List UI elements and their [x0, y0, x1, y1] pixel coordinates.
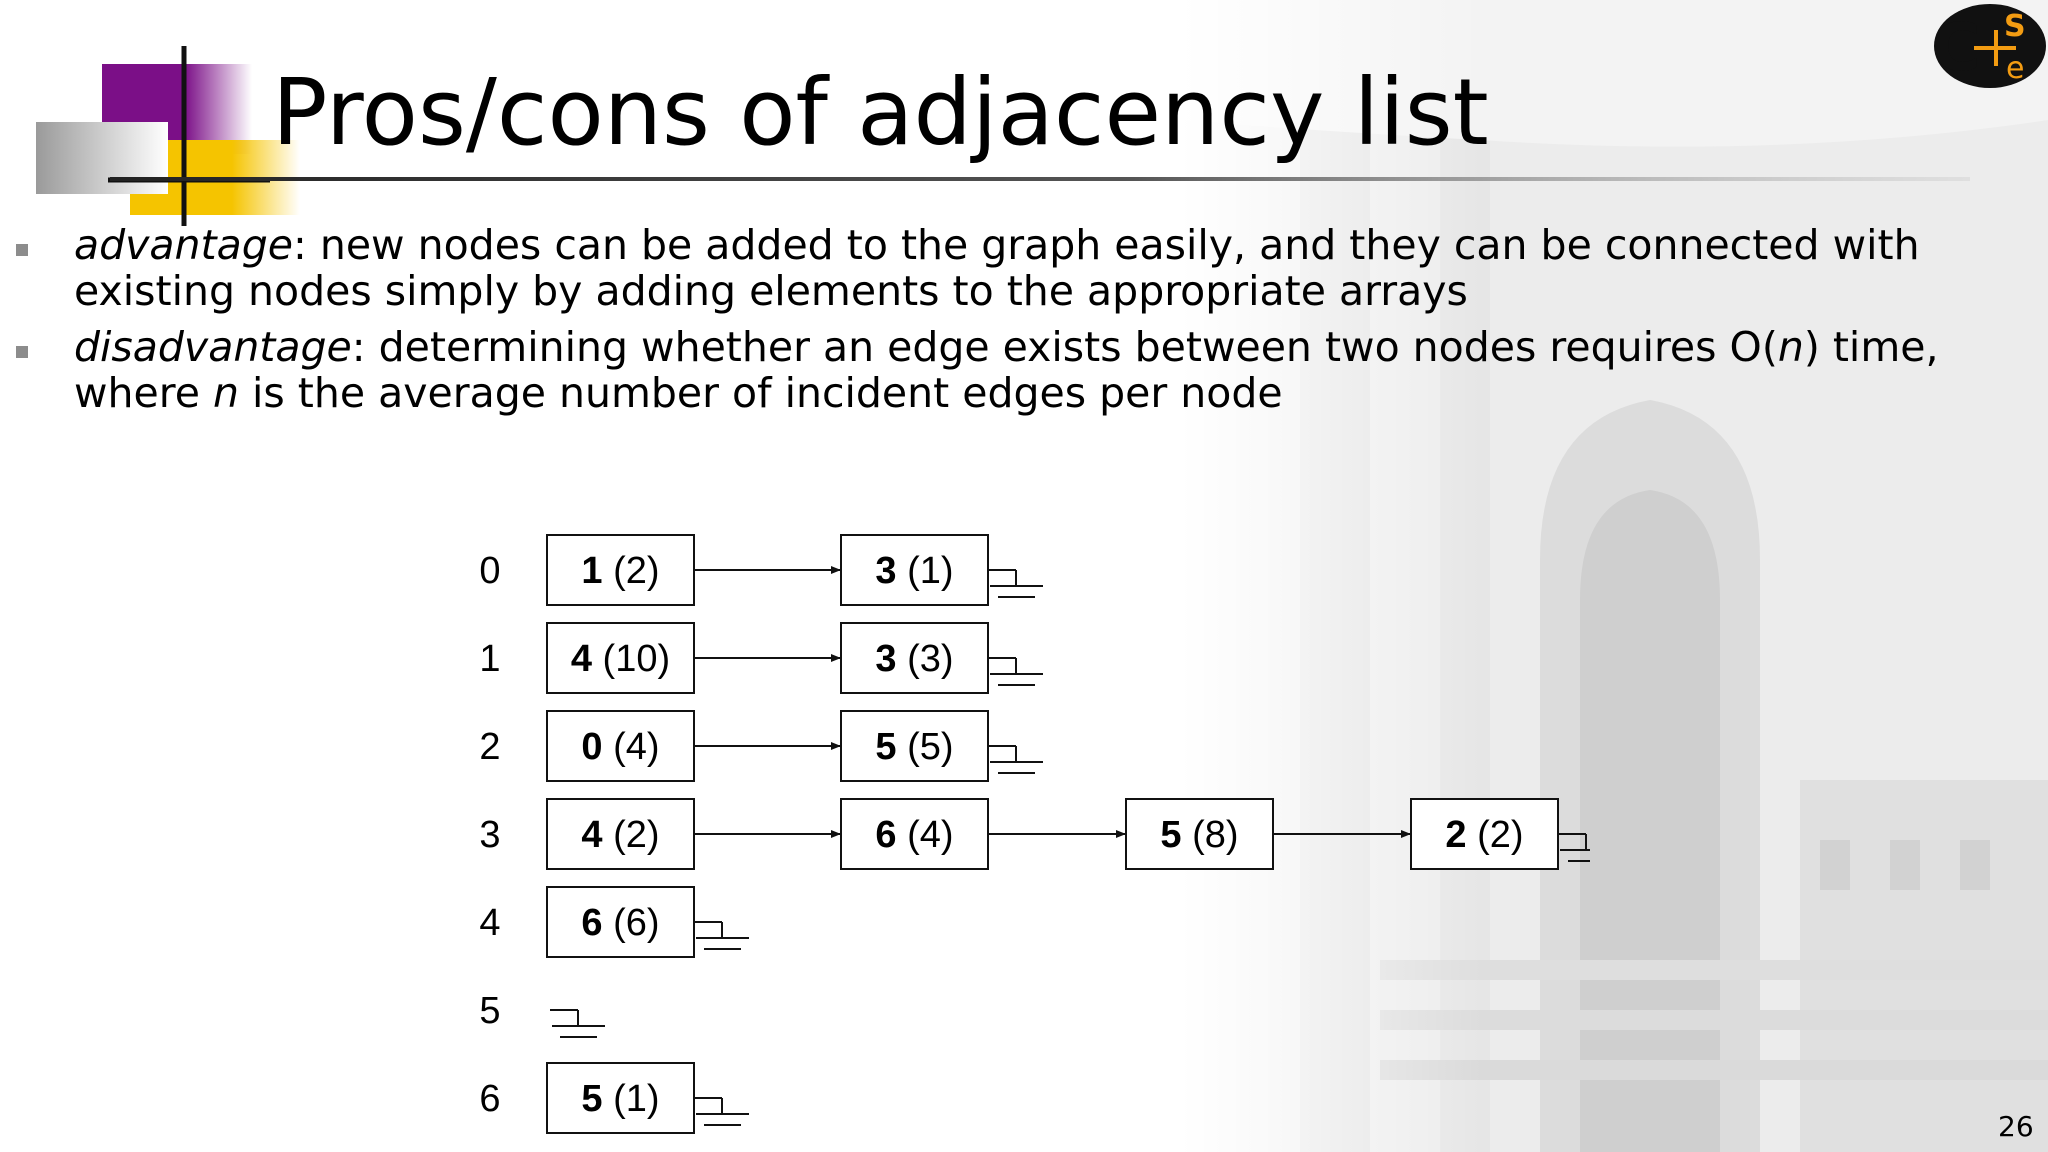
- list-node-label: 6 (6): [581, 902, 659, 944]
- list-node-box: [1125, 798, 1274, 870]
- list-node-box: [546, 886, 695, 958]
- list-node-label: 1 (2): [581, 550, 659, 592]
- edge-weight: (5): [897, 726, 954, 768]
- list-node-label: 3 (3): [875, 638, 953, 680]
- edge-weight: (4): [897, 814, 954, 856]
- null-terminator-icon: [694, 1097, 749, 1126]
- null-terminator-icon: [988, 569, 1043, 598]
- adjacency-row-0: 0 1 (2) 3 (1): [479, 534, 1043, 606]
- edge-weight: (1): [603, 1078, 660, 1120]
- row-index-label: 6: [479, 1078, 500, 1120]
- slide-title: Pros/cons of adjacency list: [272, 59, 1489, 166]
- row-index-label: 3: [479, 814, 500, 856]
- list-node-box: [840, 798, 989, 870]
- node-id: 2: [1445, 814, 1466, 856]
- edge-weight: (2): [603, 814, 660, 856]
- list-node-label: 4 (2): [581, 814, 659, 856]
- node-id: 5: [875, 726, 896, 768]
- svg-text:C: C: [1932, 9, 1980, 86]
- adjacency-row-5: 5: [479, 990, 605, 1038]
- edge-weight: (10): [592, 638, 670, 680]
- edge-weight: (1): [897, 550, 954, 592]
- node-id: 5: [581, 1078, 602, 1120]
- edge-weight: (2): [1467, 814, 1524, 856]
- bullet-disadvantage: disadvantage: determining whether an edg…: [16, 324, 2036, 416]
- adjacency-row-1: 1 4 (10) 3 (3): [479, 622, 1043, 694]
- list-node-label: 5 (5): [875, 726, 953, 768]
- svg-text:S: S: [2004, 9, 2026, 44]
- adjacency-list-diagram: 0 1 (2) 3 (1) 1 4 (10) 3 (3) 2 0 (4) 5 (5) 3 4 (2)…: [479, 534, 1590, 1134]
- list-node-label: 0 (4): [581, 726, 659, 768]
- bullet-square-icon: [16, 244, 28, 256]
- null-terminator-icon: [988, 745, 1043, 774]
- bullet-square-icon: [16, 346, 28, 358]
- row-index-label: 4: [479, 902, 500, 944]
- node-id: 6: [875, 814, 896, 856]
- list-node-box: [546, 798, 695, 870]
- list-node-label: 5 (1): [581, 1078, 659, 1120]
- null-terminator-icon: [988, 657, 1043, 686]
- bullet-text: : new nodes can be added to the graph ea…: [74, 221, 1920, 315]
- row-index-label: 2: [479, 726, 500, 768]
- page-number: 26: [1998, 1110, 2034, 1143]
- row-index-label: 0: [479, 550, 500, 592]
- adjacency-row-4: 4 6 (6): [479, 886, 749, 958]
- diagram-rows: 0 1 (2) 3 (1) 1 4 (10) 3 (3) 2 0 (4) 5 (5) 3 4 (2)…: [479, 534, 1590, 1134]
- adjacency-row-6: 6 5 (1): [479, 1062, 749, 1134]
- list-node-label: 6 (4): [875, 814, 953, 856]
- list-node-label: 5 (8): [1160, 814, 1238, 856]
- svg-text:e: e: [2006, 51, 2024, 86]
- node-id: 4: [571, 638, 592, 680]
- list-node-label: 2 (2): [1445, 814, 1523, 856]
- node-id: 3: [875, 638, 896, 680]
- node-id: 3: [875, 550, 896, 592]
- list-node-box: [546, 1062, 695, 1134]
- null-terminator-icon: [694, 921, 749, 950]
- bullet-term: disadvantage: [74, 323, 352, 371]
- node-id: 6: [581, 902, 602, 944]
- row-index-label: 5: [479, 990, 500, 1032]
- node-id: 1: [581, 550, 602, 592]
- bullet-term: advantage: [74, 221, 293, 269]
- bullet-advantage: advantage: new nodes can be added to the…: [16, 222, 2036, 314]
- variable-n: n: [1777, 323, 1804, 371]
- null-terminator-icon: [1558, 833, 1590, 862]
- node-id: 4: [581, 814, 602, 856]
- list-node-box: [840, 534, 989, 606]
- node-id: 5: [1160, 814, 1181, 856]
- adjacency-row-2: 2 0 (4) 5 (5): [479, 710, 1043, 782]
- node-id: 0: [581, 726, 602, 768]
- edge-weight: (4): [603, 726, 660, 768]
- bullet-list: advantage: new nodes can be added to the…: [16, 222, 2036, 426]
- adjacency-row-3: 3 4 (2) 6 (4) 5 (8) 2 (2): [479, 798, 1590, 870]
- list-node-box: [840, 622, 989, 694]
- edge-weight: (8): [1182, 814, 1239, 856]
- list-node-label: 3 (1): [875, 550, 953, 592]
- cse-logo: C S e: [1932, 4, 2046, 88]
- null-terminator-icon: [550, 1009, 605, 1038]
- edge-weight: (2): [603, 550, 660, 592]
- background-building-image: [1180, 0, 2048, 1152]
- bullet-text: : determining whether an edge exists bet…: [351, 323, 1778, 371]
- row-index-label: 1: [479, 638, 500, 680]
- title-underline: [110, 177, 1970, 181]
- edge-weight: (6): [603, 902, 660, 944]
- bullet-text: is the average number of incident edges …: [238, 369, 1283, 417]
- list-node-box: [546, 622, 695, 694]
- list-node-box: [1410, 798, 1559, 870]
- variable-n: n: [212, 369, 239, 417]
- list-node-label: 4 (10): [571, 638, 670, 680]
- bullet-text: ) time, where: [74, 323, 1939, 417]
- edge-weight: (3): [897, 638, 954, 680]
